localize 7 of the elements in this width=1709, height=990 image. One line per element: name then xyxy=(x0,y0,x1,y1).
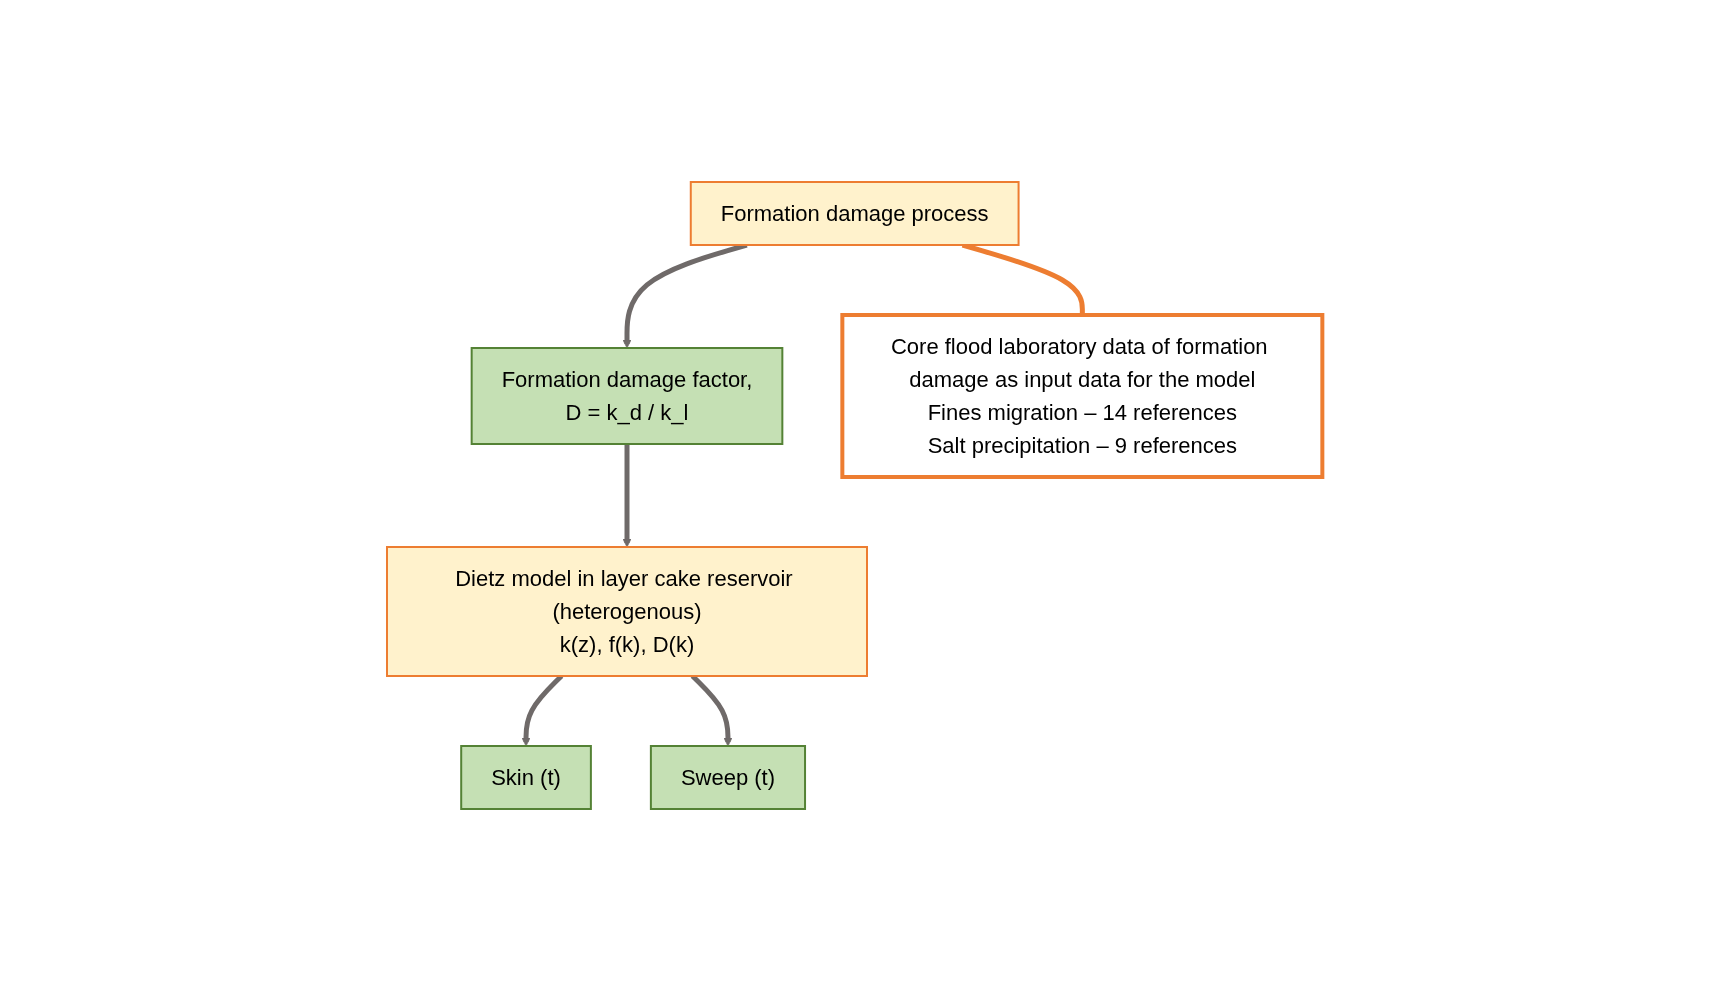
node-box: Dietz model in layer cake reservoir (heterogenous) k(z), f(k), D(k) xyxy=(385,545,868,677)
node-box: Sweep (t) xyxy=(649,744,806,810)
node-box: Core flood laboratory data of formation damage as input data for the model Fines migration – 14 references Salt precipitation – 9 references xyxy=(840,312,1325,479)
node-box: Skin (t) xyxy=(460,744,592,810)
arrow xyxy=(622,443,632,547)
node-box: Formation damage process xyxy=(689,180,1020,246)
node-box: Formation damage factor, D = k_d / k_l xyxy=(470,346,784,445)
